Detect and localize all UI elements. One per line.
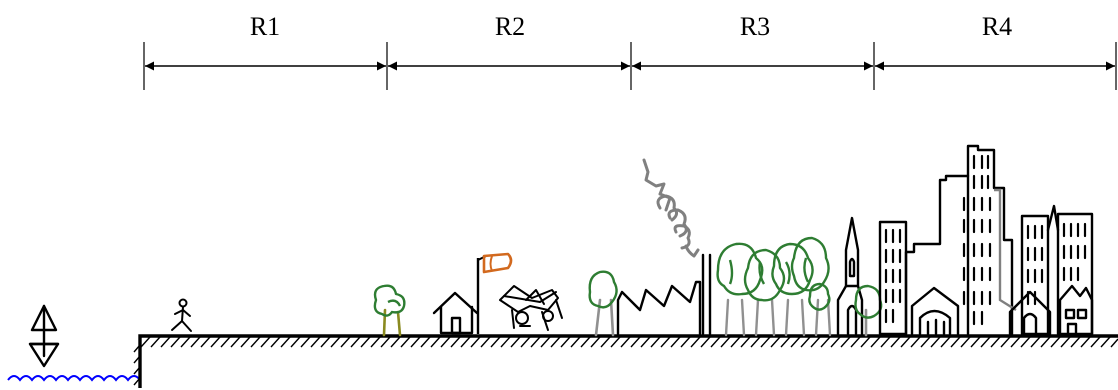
tractor-icon: [499, 285, 563, 331]
water-waves: [7, 375, 141, 382]
factory-smoke: [642, 158, 700, 258]
region-label-r4: R4: [982, 12, 1012, 41]
house-icon: [432, 291, 479, 335]
skyscraper-outline-gray: [994, 188, 1017, 312]
ground-line: [133, 334, 1118, 388]
tree-icon: [588, 270, 618, 337]
sailboat-icon: [28, 304, 60, 368]
region-label-r3: R3: [740, 12, 770, 41]
skyscraper-windows: [884, 154, 1087, 326]
walking-person-icon: [171, 298, 192, 332]
church-icon: [836, 216, 864, 336]
city-low-buildings: [910, 284, 1094, 336]
tree-icon: [716, 242, 764, 296]
tree-icon: [373, 284, 406, 337]
factory-icon: [616, 253, 712, 336]
windsock-icon: [476, 252, 513, 334]
tree-icon: [808, 282, 831, 311]
region-label-r1: R1: [250, 12, 280, 41]
skyscraper-icon: [878, 144, 1094, 336]
tree-cluster: [716, 236, 832, 337]
tree-icon: [790, 236, 830, 292]
region-scale: R1 R2 R3 R4: [143, 12, 1117, 90]
region-label-r2: R2: [495, 12, 525, 41]
region-boundary-ticks: [143, 42, 1117, 90]
tree-icon: [771, 242, 814, 296]
